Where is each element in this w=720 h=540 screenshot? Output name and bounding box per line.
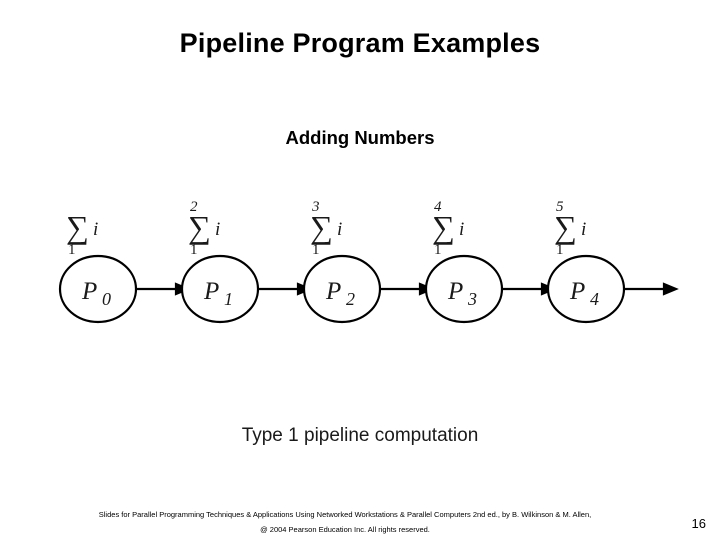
sum-lower-3: 1 bbox=[434, 242, 442, 258]
sum-var-1: i bbox=[215, 219, 220, 240]
sum-lower-2: 1 bbox=[312, 242, 320, 258]
sigma-icon-3: ∑ bbox=[432, 209, 455, 245]
diagram-caption: Type 1 pipeline computation bbox=[241, 425, 479, 446]
node-label-p2: P bbox=[325, 278, 341, 305]
node-index-p1: 1 bbox=[224, 289, 233, 309]
sum-var-2: i bbox=[337, 219, 342, 240]
sum-lower-4: 1 bbox=[556, 242, 564, 258]
node-index-p2: 2 bbox=[346, 289, 355, 309]
sum-upper-1: 2 bbox=[190, 199, 198, 215]
node-index-p0: 0 bbox=[102, 289, 111, 309]
node-index-p3: 3 bbox=[467, 289, 477, 309]
sigma-icon-4: ∑ bbox=[554, 209, 577, 245]
sum-expression-1: 2 ∑ i 1 bbox=[188, 199, 220, 258]
sum-upper-2: 3 bbox=[311, 199, 320, 215]
page-title: Pipeline Program Examples bbox=[179, 28, 541, 58]
sum-var-0: i bbox=[93, 219, 98, 240]
footer-copyright-line: @ 2004 Pearson Education Inc. All rights… bbox=[260, 525, 430, 534]
sum-lower-1: 1 bbox=[190, 242, 198, 258]
sum-var-3: i bbox=[459, 219, 464, 240]
footer-credit-line: Slides for Parallel Programming Techniqu… bbox=[98, 510, 592, 519]
page-number: 16 bbox=[691, 516, 706, 531]
pipeline-diagram: P 0 P 1 P 2 P 3 P 4 ∑ i 1 2 ∑ i bbox=[30, 185, 690, 335]
node-label-p0: P bbox=[81, 278, 97, 305]
node-label-p4: P bbox=[569, 278, 585, 305]
sum-expression-0: ∑ i 1 bbox=[66, 209, 98, 258]
node-label-p1: P bbox=[203, 278, 219, 305]
pipeline-node-circles bbox=[58, 254, 626, 324]
node-index-p4: 4 bbox=[590, 289, 599, 309]
sum-lower-0: 1 bbox=[68, 242, 76, 258]
sum-upper-3: 4 bbox=[434, 199, 442, 215]
node-label-p3: P bbox=[447, 278, 463, 305]
sigma-icon-0: ∑ bbox=[66, 209, 89, 245]
sum-expression-3: 4 ∑ i 1 bbox=[432, 199, 464, 258]
sum-upper-4: 5 bbox=[556, 199, 564, 215]
sum-expression-2: 3 ∑ i 1 bbox=[310, 199, 342, 258]
sum-expression-4: 5 ∑ i 1 bbox=[554, 199, 586, 258]
sum-var-4: i bbox=[581, 219, 586, 240]
sigma-icon-1: ∑ bbox=[188, 209, 211, 245]
sigma-icon-2: ∑ bbox=[310, 209, 333, 245]
slide-subtitle: Adding Numbers bbox=[285, 127, 435, 148]
